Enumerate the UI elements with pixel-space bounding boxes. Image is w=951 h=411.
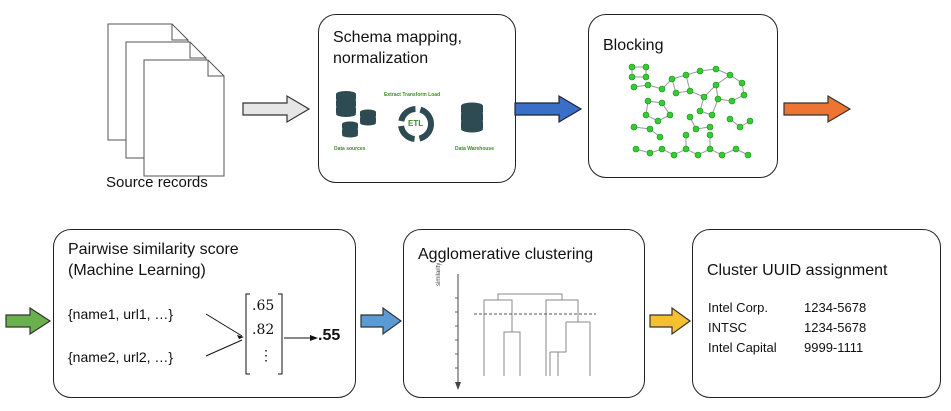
pairwise-arrows xyxy=(205,293,318,375)
similarity-score: .55 xyxy=(318,327,341,344)
pairwise-similarity-box: Pairwise similarity score (Machine Learn… xyxy=(53,229,356,398)
data-sources-label: Data sources xyxy=(334,146,366,152)
etl-center-label: ETL xyxy=(408,119,424,128)
vector-value-1: .65 xyxy=(252,298,275,314)
arrow-schema-to-blocking xyxy=(514,94,583,124)
record-1: {name1, url1, …} xyxy=(68,306,174,322)
source-records-icon xyxy=(107,23,225,177)
blocking-graph xyxy=(628,63,754,159)
assignment-row-name: Intel Capital xyxy=(708,340,777,355)
schema-mapping-title: Schema mapping, normalization xyxy=(333,29,462,67)
arrow-clustering-to-assignment xyxy=(649,306,692,336)
assignment-row-id: 1234-5678 xyxy=(804,320,867,335)
assignment-box: Cluster UUID assignment xyxy=(692,229,941,398)
etl-illustration xyxy=(336,91,483,142)
arrow-into-pairwise xyxy=(5,306,52,336)
blocking-title: Blocking xyxy=(603,37,664,54)
assignment-row-name: INTSC xyxy=(708,320,747,335)
data-warehouse-label: Data Warehouse xyxy=(455,146,494,152)
source-records-caption: Source records xyxy=(106,174,208,191)
vector-ellipsis: ⋮ xyxy=(259,348,273,364)
arrow-blocking-out xyxy=(783,94,852,124)
assignment-row-id: 9999-1111 xyxy=(804,340,864,355)
dendrogram xyxy=(455,274,596,390)
assignment-title: Cluster UUID assignment xyxy=(707,262,888,279)
assignment-row-id: 1234-5678 xyxy=(804,300,867,315)
clustering-title: Agglomerative clustering xyxy=(418,246,594,263)
etl-extract-transform-load-label: Extract Transform Load xyxy=(384,92,441,98)
arrow-pairwise-to-clustering xyxy=(360,306,403,336)
arrow-source-to-schema xyxy=(242,94,311,124)
pairwise-similarity-title: Pairwise similarity score (Machine Learn… xyxy=(68,241,239,279)
vector-value-2: .82 xyxy=(252,322,275,338)
record-2: {name2, url2, …} xyxy=(68,349,174,365)
similarity-axis-label: similarity xyxy=(436,262,442,286)
assignment-row-name: Intel Corp. xyxy=(708,300,768,315)
